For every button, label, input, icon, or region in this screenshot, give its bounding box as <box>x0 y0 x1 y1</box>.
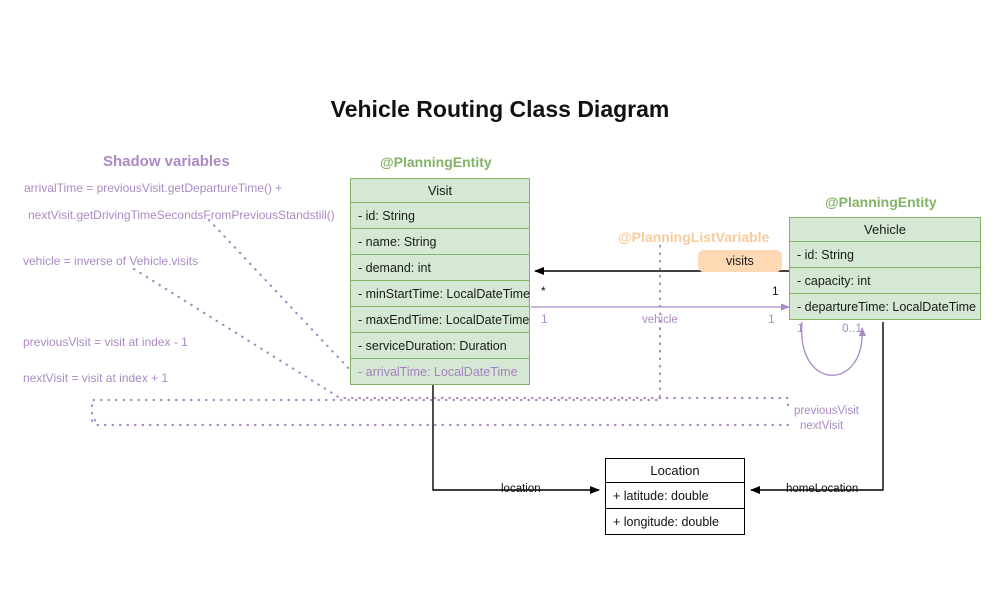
visits-stereotype: @PlanningListVariable <box>618 229 770 245</box>
shadow-note-arrival-time-1: arrivalTime = previousVisit.getDeparture… <box>24 181 283 195</box>
visit-attr-name: - name: String <box>350 229 530 255</box>
visits-multiplicity-source: 1 <box>772 284 779 298</box>
visit-attr-demand: - demand: int <box>350 255 530 281</box>
shadow-note-previous-visit: previousVisit = visit at index - 1 <box>23 335 188 349</box>
shadow-note-next-visit: nextVisit = visit at index + 1 <box>23 371 169 385</box>
vehicle-class-name: Vehicle <box>789 217 981 242</box>
location-attr-longitude: + longitude: double <box>605 509 745 535</box>
page-title: Vehicle Routing Class Diagram <box>330 96 670 122</box>
leader-arrival-time <box>207 218 354 374</box>
edge-location <box>432 384 600 494</box>
visit-attr-max-end-time: - maxEndTime: LocalDateTime <box>350 307 530 333</box>
vehicle-self-multiplicity-target: 0..1 <box>842 321 863 335</box>
visit-class-name: Visit <box>350 178 530 203</box>
previous-visit-label: previousVisit <box>794 405 859 417</box>
visits-multiplicity-target: * <box>541 284 546 298</box>
vehicle-multiplicity-source: 1 <box>541 312 548 326</box>
visit-attr-id: - id: String <box>350 203 530 229</box>
class-box-vehicle: Vehicle - id: String - capacity: int - d… <box>789 217 981 320</box>
shadow-variables-heading: Shadow variables <box>103 153 230 170</box>
vehicle-attr-id: - id: String <box>789 242 981 268</box>
vehicle-relation-label: vehicle <box>642 314 678 326</box>
class-box-location: Location + latitude: double + longitude:… <box>605 458 745 535</box>
shadow-note-vehicle: vehicle = inverse of Vehicle.visits <box>23 254 199 268</box>
visit-attr-arrival-time: - arrivalTime: LocalDateTime <box>350 359 530 385</box>
vehicle-self-multiplicity-source: 1 <box>797 321 804 335</box>
location-class-name: Location <box>605 458 745 483</box>
home-location-relation-label: homeLocation <box>786 483 859 495</box>
visit-attr-service-duration: - serviceDuration: Duration <box>350 333 530 359</box>
vehicle-stereotype: @PlanningEntity <box>825 194 937 210</box>
vehicle-attr-capacity: - capacity: int <box>789 268 981 294</box>
visit-stereotype: @PlanningEntity <box>380 154 492 170</box>
vehicle-attr-departure-time: - departureTime: LocalDateTime <box>789 294 981 320</box>
visit-attr-min-start-time: - minStartTime: LocalDateTime <box>350 281 530 307</box>
visits-label-badge: visits <box>698 250 782 272</box>
class-box-visit: Visit - id: String - name: String - dema… <box>350 178 530 385</box>
location-relation-label: location <box>501 483 541 495</box>
vehicle-multiplicity-target: 1 <box>768 312 775 326</box>
shadow-note-arrival-time-2: nextVisit.getDrivingTimeSecondsFromPrevi… <box>28 208 335 222</box>
next-visit-label: nextVisit <box>800 420 844 432</box>
leader-next-visit <box>93 418 793 427</box>
location-attr-latitude: + latitude: double <box>605 483 745 509</box>
